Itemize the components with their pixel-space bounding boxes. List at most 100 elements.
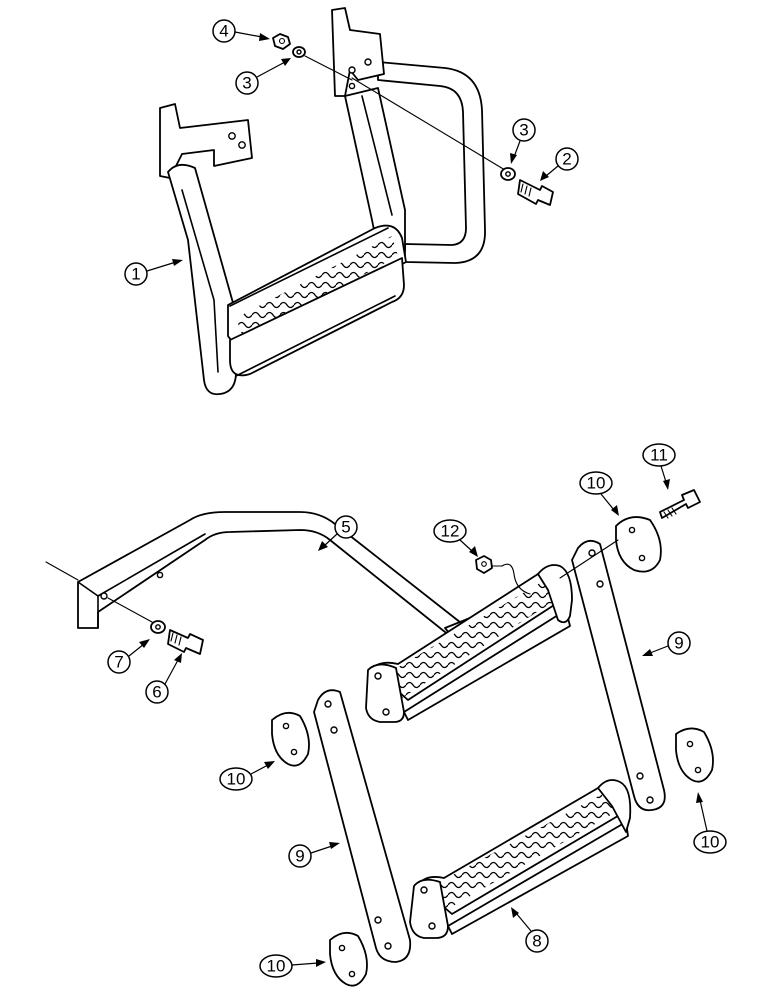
arrowhead xyxy=(139,639,150,648)
leader-line xyxy=(291,962,319,966)
nut-bore xyxy=(481,561,487,567)
callout-10 xyxy=(579,471,613,495)
arm-hole xyxy=(384,942,392,950)
arrowhead xyxy=(259,33,270,41)
bolt-threads xyxy=(520,183,532,197)
callout-4-label: 4 xyxy=(219,22,228,41)
callout-10 xyxy=(693,830,727,854)
callout-1-label: 1 xyxy=(131,265,140,284)
middle-step-end xyxy=(537,564,573,624)
leader-line xyxy=(699,799,708,832)
leader-line xyxy=(649,645,669,654)
callout-6 xyxy=(145,680,169,704)
callouts: 1 2 3 3 4 5 6 7 xyxy=(107,19,727,978)
callout-11 xyxy=(642,443,676,467)
end-plate xyxy=(675,727,714,783)
tread-grip xyxy=(436,792,616,910)
bracket-hole xyxy=(348,66,356,74)
callout-10 xyxy=(219,767,253,791)
leader-line xyxy=(323,533,338,547)
leader-line xyxy=(164,659,179,685)
arrowhead xyxy=(540,171,549,181)
tread-grip xyxy=(236,236,398,340)
leader-line xyxy=(128,643,145,657)
callout-2-label: 2 xyxy=(562,150,571,169)
bracket-hole xyxy=(238,141,246,149)
leader-line xyxy=(459,539,473,552)
plate-hole xyxy=(338,944,346,952)
tread-hole xyxy=(374,672,382,680)
callout-5 xyxy=(334,515,358,539)
arrowhead xyxy=(510,153,517,164)
assembly-axis xyxy=(304,55,353,81)
leader-line xyxy=(660,465,667,483)
upper-hardware xyxy=(272,33,554,206)
left-link-arm xyxy=(313,689,412,963)
plate-hole xyxy=(638,554,646,562)
leader-line xyxy=(256,61,286,78)
arrowhead xyxy=(281,58,291,66)
callout-8-label: 8 xyxy=(532,932,541,951)
arm-hole xyxy=(646,796,654,804)
callout-10-label: 10 xyxy=(267,957,286,976)
callout-10-label: 10 xyxy=(587,474,606,493)
callout-6-label: 6 xyxy=(152,683,161,702)
leader-line xyxy=(545,165,559,177)
leader-line xyxy=(515,912,532,932)
arm-hole xyxy=(374,916,382,924)
leader-line xyxy=(234,31,263,38)
arrowhead xyxy=(329,842,340,849)
middle-step-lip xyxy=(365,663,405,723)
arm-hole xyxy=(636,772,644,780)
lower-step-underside xyxy=(447,821,629,935)
right-step-leg xyxy=(344,87,406,261)
nut-bore xyxy=(278,37,286,45)
arm-hole xyxy=(588,549,596,557)
callout-3-label: 3 xyxy=(519,121,528,140)
tread-grip xyxy=(390,580,556,698)
washer-bore xyxy=(296,49,302,55)
washer-bore xyxy=(155,624,161,630)
plate-hole xyxy=(348,970,356,978)
bar-hole xyxy=(156,571,164,579)
plate-hole xyxy=(628,526,636,534)
arrowhead xyxy=(663,479,670,490)
middle-step-underside xyxy=(403,609,571,721)
extension-line xyxy=(45,561,79,581)
bolt-threads xyxy=(170,632,182,646)
bolt-threads xyxy=(663,507,677,519)
bracket-hole xyxy=(228,132,236,140)
arrowhead xyxy=(642,649,653,656)
tread-edge xyxy=(229,227,389,307)
arm-hole xyxy=(324,700,332,708)
left-leg-edge xyxy=(181,189,219,373)
arrowhead xyxy=(318,541,328,551)
callout-10 xyxy=(259,954,293,978)
washer-bore xyxy=(505,171,511,177)
leader-line xyxy=(600,493,615,511)
bar-hole xyxy=(100,592,108,600)
assembly-axis xyxy=(351,77,506,171)
left-mount-bracket xyxy=(159,103,253,179)
bracket-hole xyxy=(364,58,372,66)
callout-9 xyxy=(667,631,691,655)
arrowhead xyxy=(611,505,619,516)
right-leg-edge xyxy=(361,95,393,216)
arrowhead xyxy=(174,653,182,663)
arrowhead xyxy=(264,761,275,769)
callout-10-label: 10 xyxy=(227,770,246,789)
lower-step-end xyxy=(597,779,632,833)
tread-hole xyxy=(428,922,436,930)
callout-9-label: 9 xyxy=(674,634,683,653)
leader-line xyxy=(250,764,269,775)
upper-step-assembly xyxy=(159,7,486,396)
leader-line xyxy=(146,261,177,272)
lower-step-lip xyxy=(409,878,449,939)
callout-2 xyxy=(555,147,579,171)
nut xyxy=(475,555,493,574)
callout-1 xyxy=(124,262,148,286)
callout-9-label: 9 xyxy=(295,847,304,866)
bar-edge xyxy=(97,533,206,597)
right-mount-bracket xyxy=(331,7,385,97)
